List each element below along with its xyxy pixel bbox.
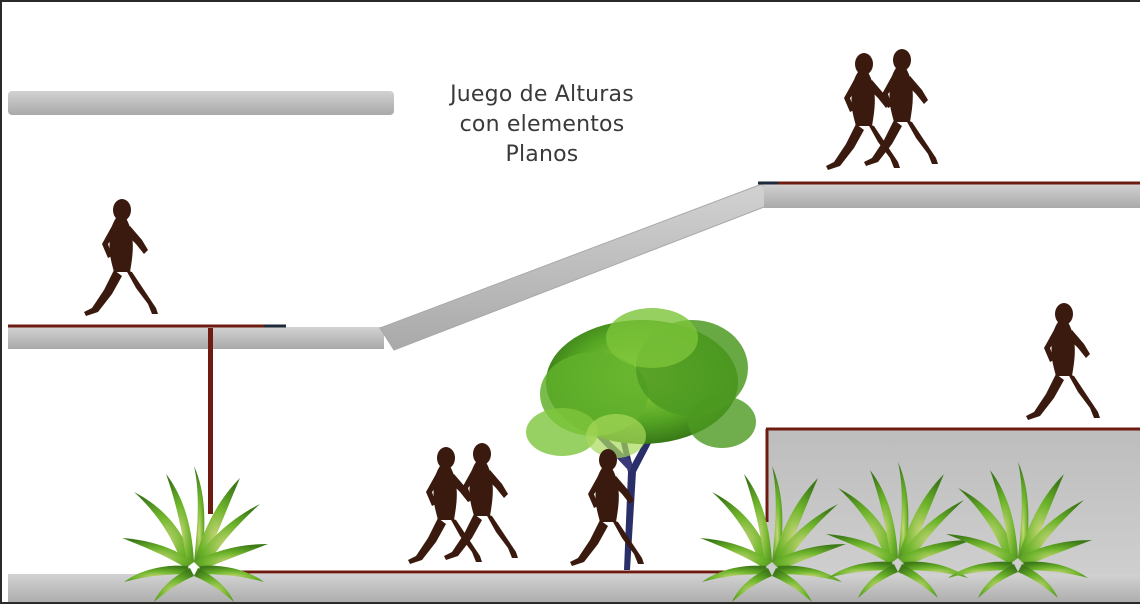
tree-icon	[526, 308, 756, 570]
ramp	[379, 183, 778, 351]
runner-silhouette	[408, 447, 482, 564]
platform-upper-right	[764, 184, 1140, 208]
runner-silhouette	[1026, 303, 1100, 420]
caption-line-2: con elementos	[459, 112, 625, 137]
platform-mid-left	[8, 327, 384, 349]
floating-plane-upper-left	[8, 91, 394, 115]
support-column	[208, 328, 213, 514]
runner-silhouette	[826, 53, 900, 170]
diagram-caption: Juego de Alturas con elementos Planos	[442, 80, 642, 170]
runner-silhouette	[84, 199, 158, 316]
runner-silhouette	[864, 49, 938, 166]
caption-line-3: Planos	[505, 142, 579, 167]
ground-slab	[8, 574, 1140, 602]
raised-block-right	[766, 430, 1140, 580]
caption-line-1: Juego de Alturas	[450, 82, 634, 107]
